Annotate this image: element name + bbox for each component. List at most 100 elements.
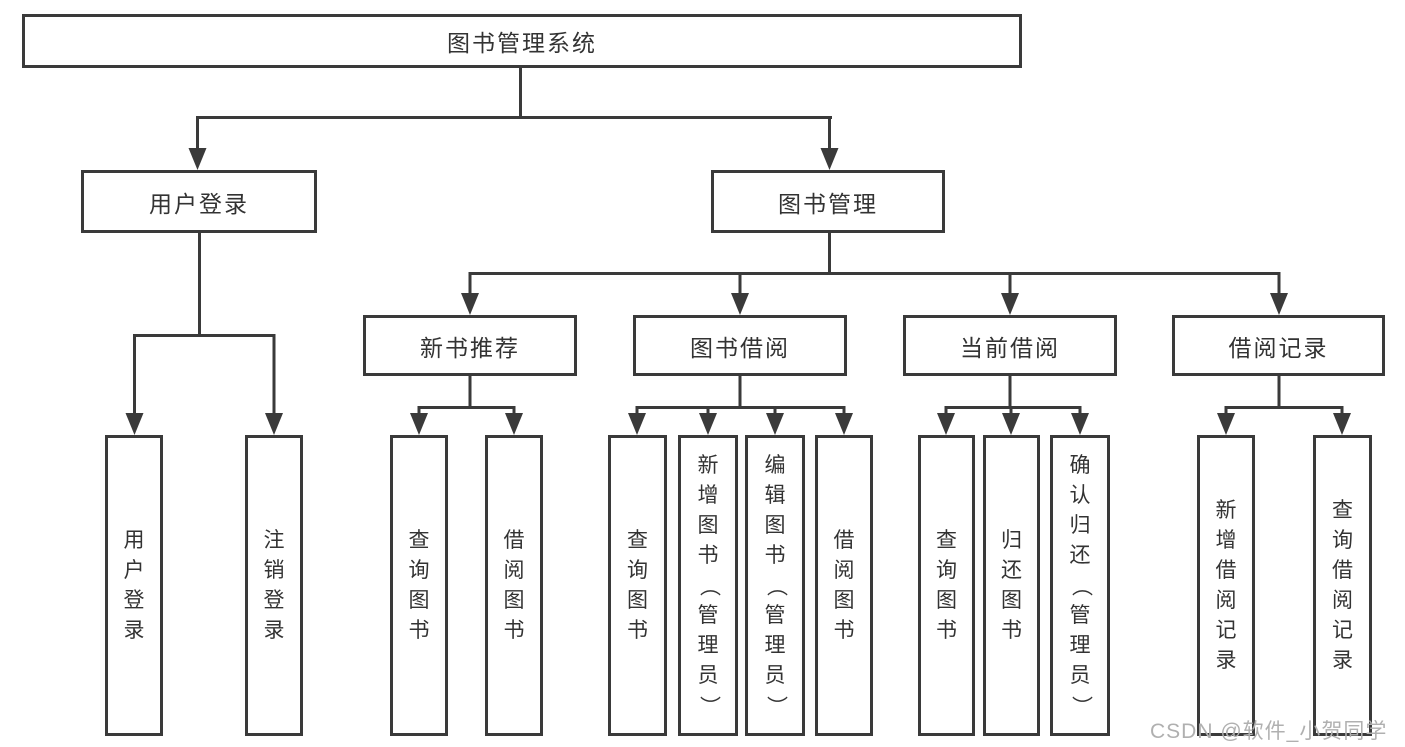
vertical-char: 书: [764, 543, 786, 567]
vertical-char: 辑: [764, 483, 786, 507]
vertical-char: 新: [697, 453, 719, 477]
vertical-char: 阅: [833, 558, 855, 582]
node-book-borrow: 图书借阅: [633, 315, 847, 376]
vertical-char: 询: [1332, 528, 1353, 552]
vertical-char: 书: [408, 618, 430, 642]
arrowhead: [505, 413, 523, 435]
vertical-char: 询: [627, 558, 648, 582]
node-leaf-query-book-recommend: 查询图书: [390, 435, 448, 736]
arrowhead: [820, 148, 839, 170]
connector-user-login: [133, 233, 276, 415]
arrowhead: [1217, 413, 1235, 435]
vertical-char: 编: [764, 453, 786, 477]
vertical-char: 书: [627, 618, 648, 642]
vertical-char: 图: [408, 588, 430, 612]
vertical-char: 理: [1069, 633, 1091, 657]
vertical-char: 书: [503, 618, 525, 642]
vertical-char: 借: [1332, 558, 1353, 582]
vertical-char: 增: [697, 483, 719, 507]
vertical-char: 管: [764, 603, 786, 627]
vertical-char: 记: [1215, 618, 1237, 642]
vertical-char: 员: [764, 663, 786, 687]
node-user-login: 用户登录: [81, 170, 317, 233]
vertical-char: 录: [263, 618, 285, 642]
arrowhead: [1333, 413, 1351, 435]
vertical-char: 归: [1001, 528, 1022, 552]
arrowhead: [699, 413, 717, 435]
vertical-char: 管: [1069, 603, 1091, 627]
vertical-char: 询: [408, 558, 430, 582]
node-leaf-return-book: 归还图书: [983, 435, 1040, 736]
vertical-char: 登: [263, 588, 285, 612]
arrowhead: [731, 293, 749, 315]
node-root: 图书管理系统: [22, 14, 1022, 68]
vertical-char: 查: [936, 528, 957, 552]
node-leaf-user-login: 用户登录: [105, 435, 163, 736]
vertical-char: 阅: [1332, 588, 1353, 612]
vertical-char: 用: [123, 528, 145, 552]
node-leaf-query-borrow-record: 查询借阅记录: [1313, 435, 1372, 736]
vertical-char: 记: [1332, 618, 1353, 642]
vertical-char: 销: [263, 558, 285, 582]
vertical-char: （: [1069, 575, 1092, 596]
vertical-char: 录: [123, 618, 145, 642]
connector-root: [196, 68, 832, 150]
vertical-char: 归: [1069, 513, 1091, 537]
node-leaf-add-book-admin: 新增图书（管理员）: [678, 435, 738, 736]
node-new-book-recommend: 新书推荐: [363, 315, 577, 376]
arrowhead: [1270, 293, 1288, 315]
connector-new-book-recommend: [417, 376, 516, 416]
arrowhead: [125, 413, 144, 435]
vertical-char: 查: [408, 528, 430, 552]
arrowhead: [937, 413, 955, 435]
vertical-char: （: [697, 575, 720, 596]
node-leaf-edit-book-admin: 编辑图书（管理员）: [745, 435, 805, 736]
vertical-char: 户: [123, 558, 145, 582]
node-leaf-add-borrow-record: 新增借阅记录: [1197, 435, 1255, 736]
vertical-char: ）: [697, 695, 720, 716]
vertical-char: 理: [697, 633, 719, 657]
vertical-char: 录: [1215, 648, 1237, 672]
vertical-char: 还: [1001, 558, 1022, 582]
arrowhead: [265, 413, 283, 435]
vertical-char: 书: [1001, 618, 1022, 642]
vertical-char: 理: [764, 633, 786, 657]
connector-borrow-record: [1224, 376, 1344, 416]
vertical-char: 书: [697, 543, 719, 567]
vertical-char: 图: [503, 588, 525, 612]
vertical-char: 阅: [1215, 588, 1237, 612]
arrowheads: [125, 148, 1351, 435]
arrowhead: [188, 148, 207, 170]
vertical-char: 录: [1332, 648, 1353, 672]
node-leaf-query-book-current: 查询图书: [918, 435, 975, 736]
vertical-char: 借: [833, 528, 855, 552]
vertical-char: 认: [1069, 483, 1091, 507]
watermark: CSDN @软件_小贺同学: [1150, 720, 1388, 743]
arrowhead: [766, 413, 784, 435]
connector-book-management: [468, 233, 1281, 295]
node-borrow-record: 借阅记录: [1172, 315, 1385, 376]
connector-book-borrow: [635, 376, 846, 416]
vertical-char: 员: [697, 663, 719, 687]
node-leaf-logout: 注销登录: [245, 435, 303, 736]
node-leaf-borrow-book: 借阅图书: [815, 435, 873, 736]
vertical-char: （: [764, 575, 787, 596]
vertical-char: 询: [936, 558, 957, 582]
vertical-char: 登: [123, 588, 145, 612]
node-book-management: 图书管理: [711, 170, 945, 233]
vertical-char: 书: [936, 618, 957, 642]
vertical-char: 借: [503, 528, 525, 552]
arrowhead: [835, 413, 853, 435]
vertical-char: 借: [1215, 558, 1237, 582]
vertical-char: 查: [1332, 498, 1353, 522]
vertical-char: 注: [263, 528, 285, 552]
connector-lines: [133, 68, 1344, 416]
vertical-char: 确: [1069, 453, 1091, 477]
vertical-char: 图: [833, 588, 855, 612]
vertical-char: 阅: [503, 558, 525, 582]
arrowhead: [1002, 413, 1020, 435]
vertical-char: 管: [697, 603, 719, 627]
vertical-char: 员: [1069, 663, 1091, 687]
